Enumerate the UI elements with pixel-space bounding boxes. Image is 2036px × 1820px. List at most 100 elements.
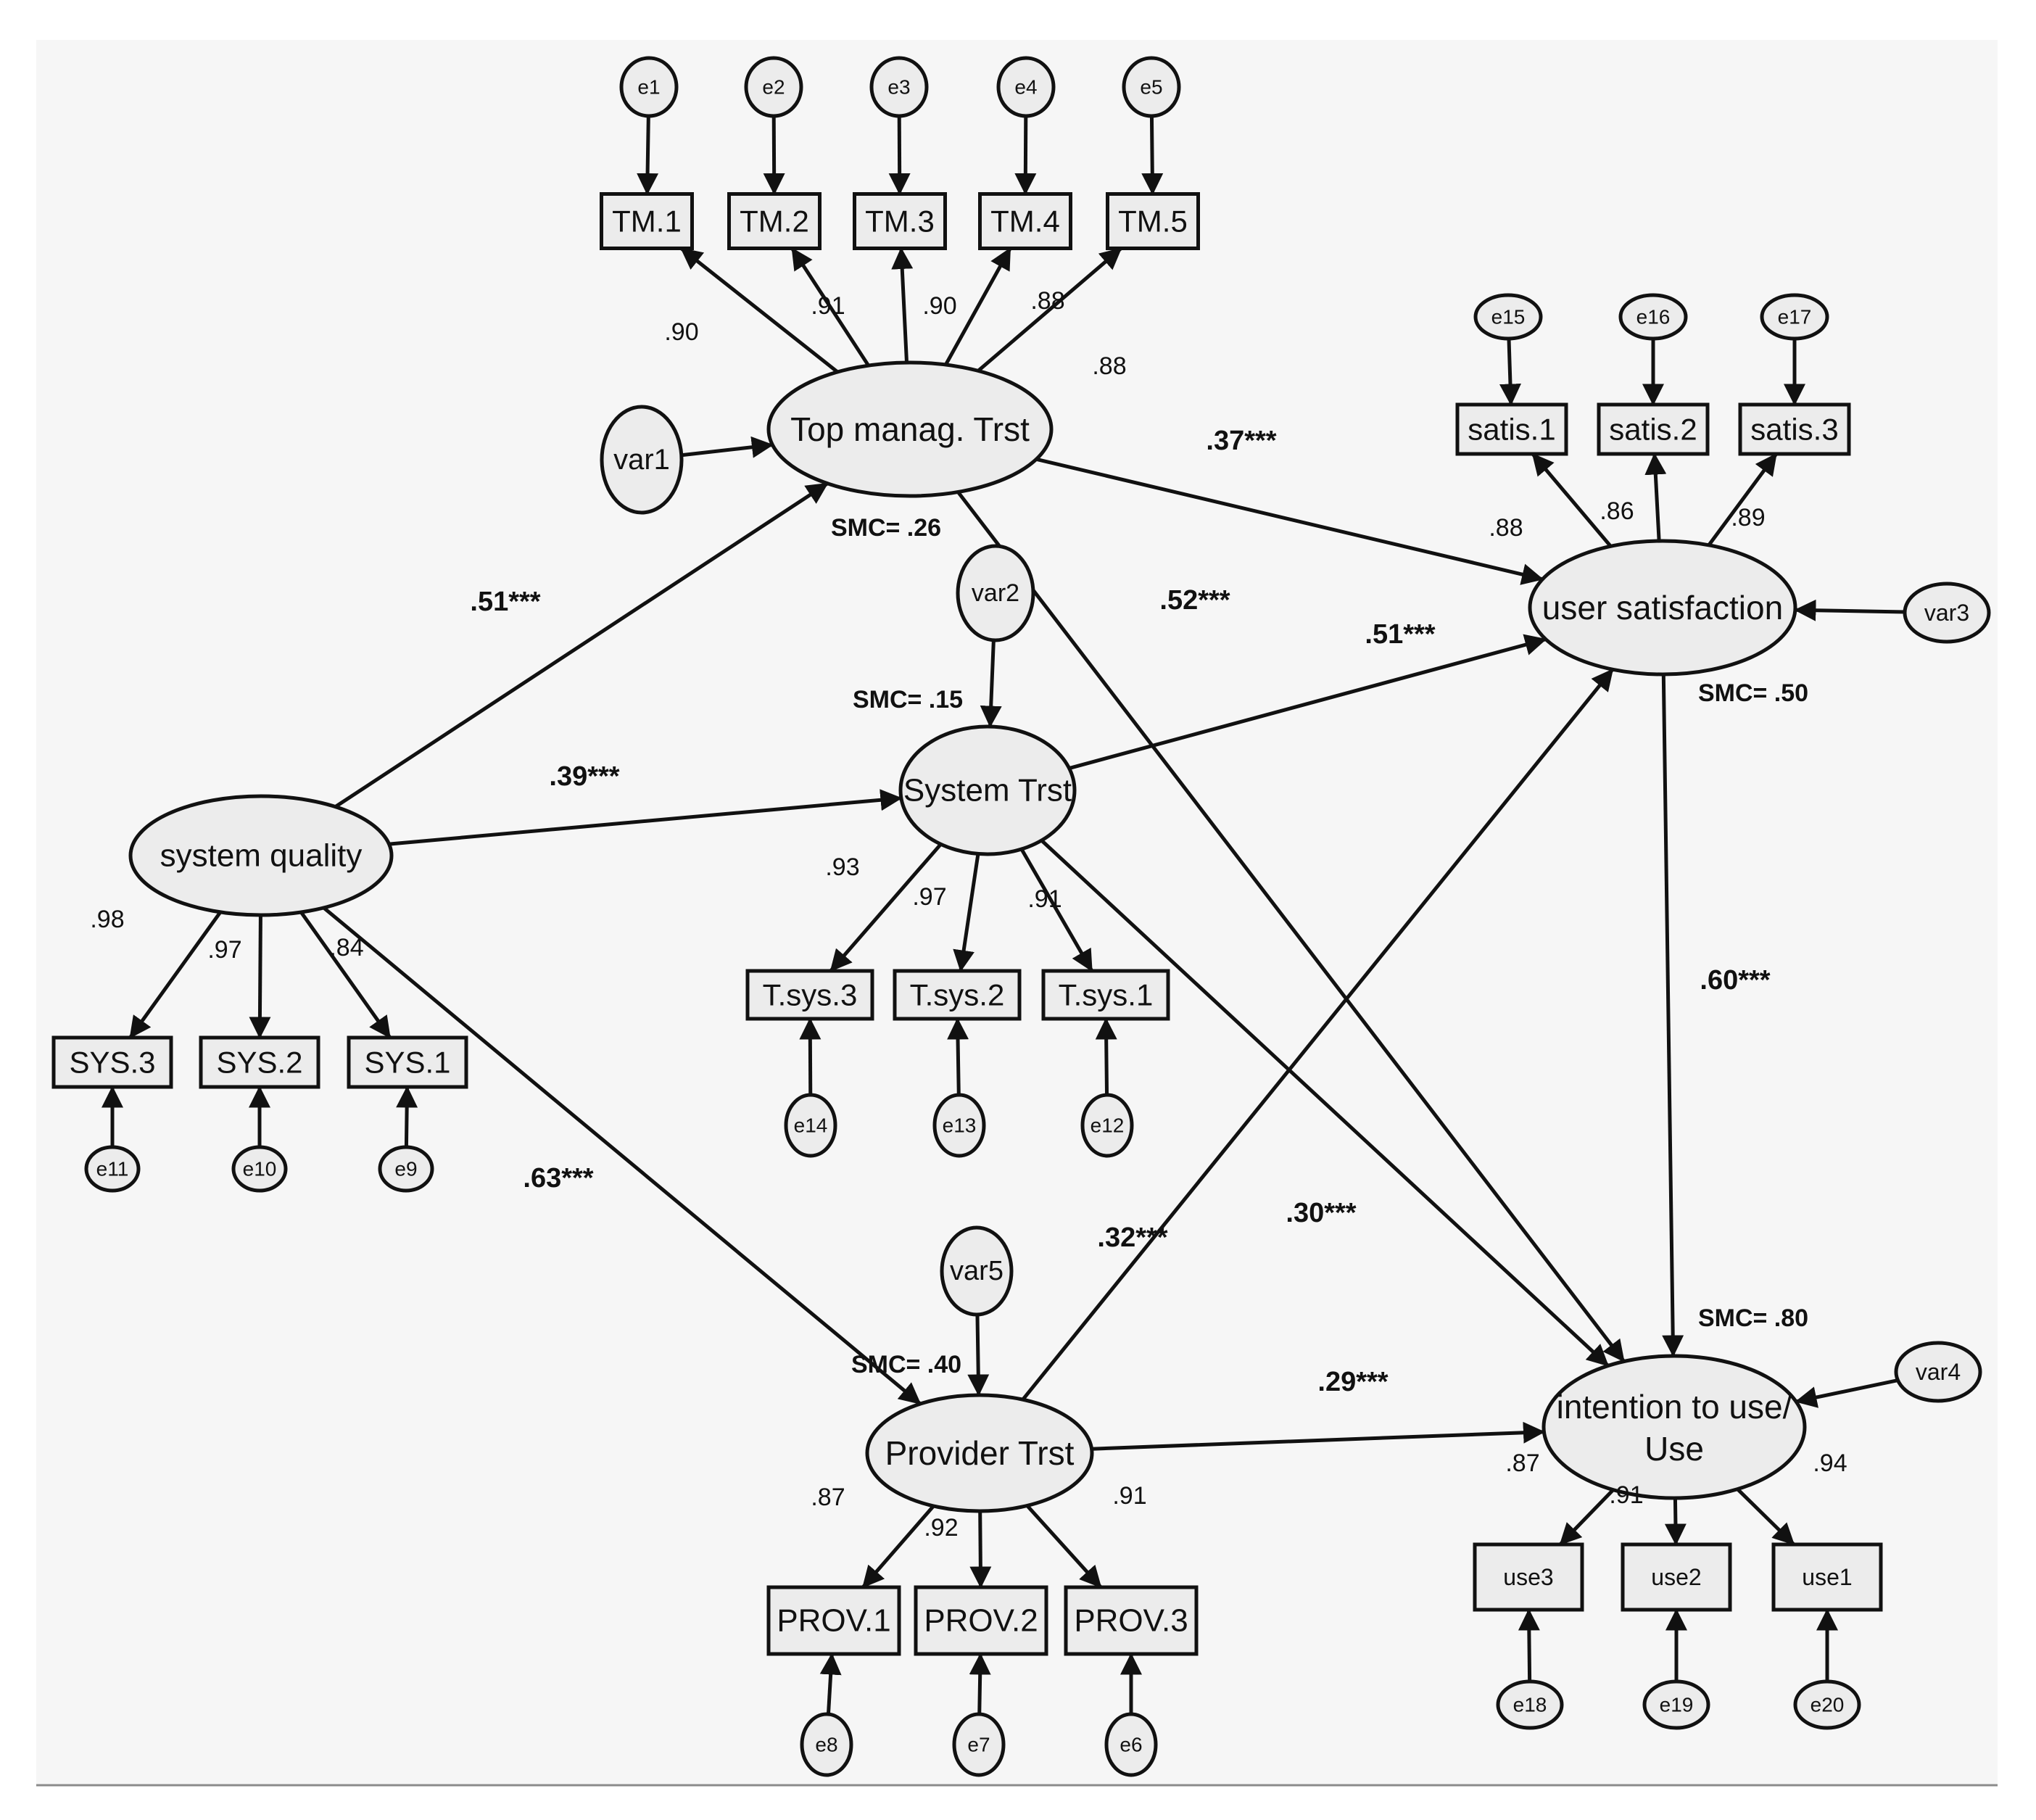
latent-e1: e1 <box>619 56 679 118</box>
Tsys1-label: T.sys.1 <box>1059 978 1154 1012</box>
indicator-PROV2: PROV.2 <box>914 1585 1048 1656</box>
indicator-Tsys2: T.sys.2 <box>893 969 1022 1021</box>
e11-label: e11 <box>96 1158 129 1180</box>
path-coef-tm-to-iu: .52*** <box>1159 585 1230 616</box>
arrow-sq-to-SYS1 <box>299 911 392 1039</box>
indicator-SYS1: SYS.1 <box>347 1035 468 1089</box>
use1-shape <box>1771 1542 1883 1612</box>
st-shape <box>898 724 1077 856</box>
arrow-pt-to-iu <box>1091 1421 1545 1451</box>
latent-e10: e10 <box>231 1145 288 1193</box>
loading-tm2: .91 <box>811 292 845 320</box>
latent-e6: e6 <box>1104 1712 1158 1777</box>
arrow-tm-to-TM5 <box>977 247 1122 373</box>
satis1-shape <box>1455 402 1568 456</box>
TM4-label: TM.4 <box>990 204 1060 239</box>
TM3-shape <box>853 192 947 250</box>
arrow-sq-to-SYS3 <box>128 911 222 1039</box>
arrow-var2-to-st <box>980 640 1002 728</box>
path-coef-pt-to-iu: .29*** <box>1317 1367 1388 1397</box>
PROV3-label: PROV.3 <box>1074 1603 1188 1639</box>
path-coef-pt-to-us: .32*** <box>1097 1223 1167 1253</box>
e7-shape <box>952 1712 1006 1777</box>
loading-tm1: .90 <box>664 318 698 346</box>
indicator-PROV3: PROV.3 <box>1064 1585 1199 1656</box>
labels-layer: .90.91.90.88.88.88.86.89.98.97.84.93.97.… <box>90 287 1847 1542</box>
latent-var4: var4 <box>1894 1341 1982 1403</box>
loading-sys2: .97 <box>207 936 241 964</box>
indicator-SYS3: SYS.3 <box>51 1035 173 1089</box>
arrow-sq-to-pt <box>322 906 922 1405</box>
e12-shape <box>1080 1093 1134 1158</box>
indicator-TM4: TM.4 <box>978 192 1072 250</box>
smc-st: SMC= .15 <box>853 686 963 713</box>
indicator-Tsys3: T.sys.3 <box>745 969 874 1021</box>
latent-us: user satisfaction <box>1528 539 1797 677</box>
us-label: user satisfaction <box>1542 589 1783 626</box>
e20-label: e20 <box>1811 1694 1845 1716</box>
latent-var3: var3 <box>1903 582 1991 644</box>
loading-use3: .87 <box>1505 1449 1539 1477</box>
use2-label: use2 <box>1651 1564 1701 1590</box>
e2-shape <box>744 56 803 118</box>
arrow-e3-to-TM3 <box>888 115 911 195</box>
latent-e18: e18 <box>1496 1679 1564 1730</box>
path-coef-st-to-iu: .30*** <box>1286 1198 1356 1228</box>
e9-shape <box>378 1145 434 1193</box>
arrow-var1-to-tm <box>681 436 774 458</box>
intention-to-use-label-line1: intention to use/ <box>1557 1388 1792 1426</box>
arrow-var5-to-pt <box>967 1314 990 1397</box>
latent-e11: e11 <box>84 1145 141 1193</box>
e17-label: e17 <box>1778 306 1812 328</box>
arrow-e13-to-Tsys2 <box>947 1017 969 1096</box>
e6-shape <box>1104 1712 1158 1777</box>
e10-label: e10 <box>243 1158 277 1180</box>
PROV1-label: PROV.1 <box>777 1603 890 1639</box>
latent-var1: var1 <box>600 405 684 515</box>
indicator-satis3: satis.3 <box>1738 402 1851 456</box>
loading-sat2: .86 <box>1600 497 1634 525</box>
satis3-shape <box>1738 402 1851 456</box>
e16-shape <box>1618 293 1688 341</box>
SYS1-label: SYS.1 <box>364 1046 450 1080</box>
arrow-iu-to-use2 <box>1664 1497 1687 1546</box>
arrow-tm-to-TM3 <box>891 247 914 363</box>
latent-e5: e5 <box>1122 56 1181 118</box>
e1-shape <box>619 56 679 118</box>
e13-label: e13 <box>943 1114 977 1137</box>
us-shape <box>1528 539 1797 677</box>
indicator-use2: use2 <box>1621 1542 1732 1612</box>
e12-label: e12 <box>1091 1114 1125 1137</box>
e13-shape <box>932 1093 986 1158</box>
SYS2-shape <box>199 1035 320 1089</box>
arrow-iu-to-use3 <box>1558 1488 1615 1546</box>
arrow-st-to-Tsys1 <box>1019 848 1094 972</box>
arrow-e9-to-SYS1 <box>396 1085 418 1148</box>
e15-shape <box>1473 293 1543 341</box>
PROV2-label: PROV.2 <box>924 1603 1038 1639</box>
e17-shape <box>1760 293 1829 341</box>
latent-st: System Trst <box>898 724 1077 856</box>
latent-iu: intention to use/Use <box>1542 1354 1807 1500</box>
indicator-use1: use1 <box>1771 1542 1883 1612</box>
use2-shape <box>1621 1542 1732 1612</box>
arrow-st-to-iu <box>1040 839 1610 1368</box>
latent-e2: e2 <box>744 56 803 118</box>
arrow-st-to-Tsys3 <box>829 843 943 972</box>
e20-shape <box>1793 1679 1861 1730</box>
latent-e16: e16 <box>1618 293 1688 341</box>
var3-shape <box>1903 582 1991 644</box>
tm-label: Top manag. Trst <box>790 410 1030 448</box>
PROV3-shape <box>1064 1585 1199 1656</box>
e11-shape <box>84 1145 141 1193</box>
arrow-tm-to-TM2 <box>790 247 870 367</box>
var2-label: var2 <box>972 579 1019 607</box>
e5-label: e5 <box>1140 76 1162 99</box>
latent-e12: e12 <box>1080 1093 1134 1158</box>
SYS3-label: SYS.3 <box>69 1046 155 1080</box>
e2-label: e2 <box>762 76 785 99</box>
e4-shape <box>996 56 1056 118</box>
loading-prov2: .92 <box>924 1514 958 1542</box>
SYS1-shape <box>347 1035 468 1089</box>
